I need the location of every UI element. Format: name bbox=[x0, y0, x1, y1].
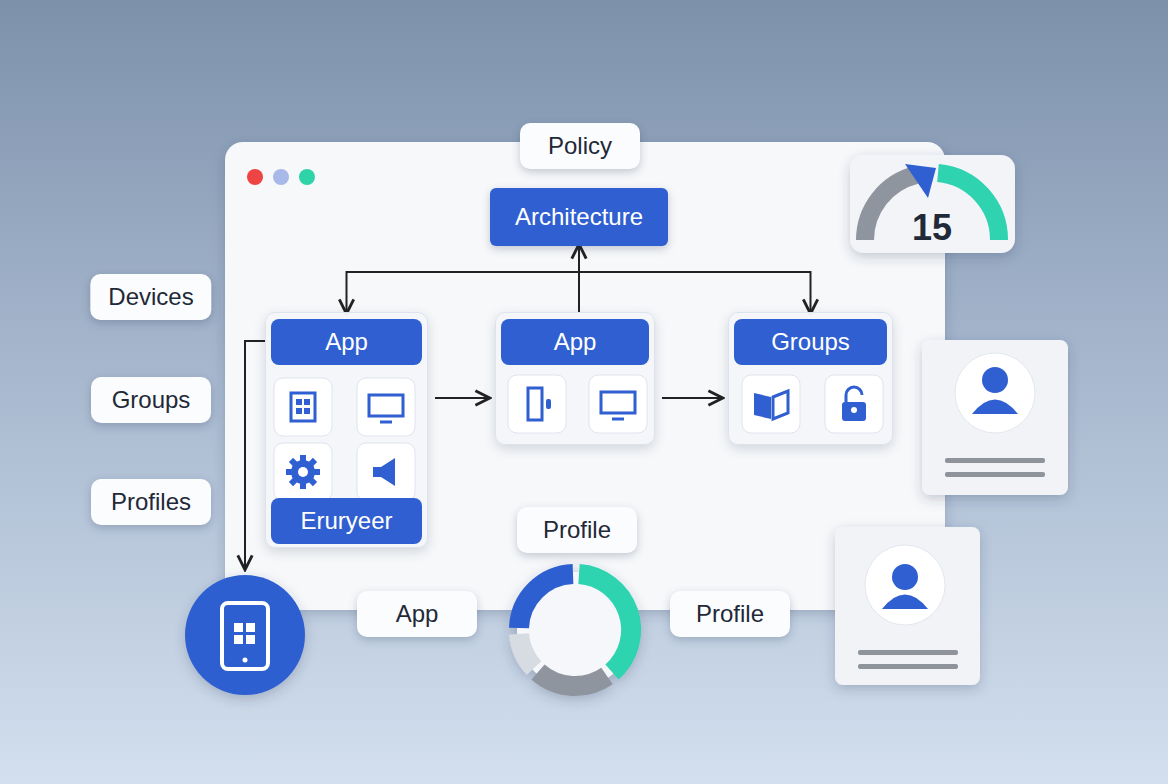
label-pill: Profile bbox=[670, 591, 790, 637]
label-pill: Policy bbox=[520, 123, 640, 169]
monitor-icon bbox=[357, 378, 415, 436]
app-panel: AppEruryeer bbox=[265, 312, 428, 548]
label-pill: App bbox=[357, 591, 477, 637]
node-label: Groups bbox=[112, 386, 191, 414]
node-label: Devices bbox=[108, 283, 193, 311]
panel-header: Eruryeer bbox=[271, 498, 422, 544]
speaker-icon bbox=[357, 443, 415, 501]
node-label: App bbox=[396, 600, 439, 628]
panel-header: App bbox=[271, 319, 422, 365]
node-label: Profiles bbox=[111, 488, 191, 516]
flow-arrow bbox=[435, 397, 488, 399]
device-icon bbox=[185, 575, 305, 695]
label-pill: Profile bbox=[517, 507, 637, 553]
node-label: Architecture bbox=[515, 203, 643, 231]
app-panel: App bbox=[495, 312, 655, 445]
window-dot bbox=[299, 169, 315, 185]
node-label: Profile bbox=[543, 516, 611, 544]
tv-icon bbox=[589, 375, 647, 433]
architecture-box: Architecture bbox=[490, 188, 668, 246]
label-pill: Devices bbox=[90, 274, 211, 320]
node-label: Policy bbox=[548, 132, 612, 160]
profile-card bbox=[922, 340, 1068, 495]
profile-card bbox=[835, 527, 980, 685]
donut-chart bbox=[517, 572, 633, 688]
flow-arrow bbox=[578, 246, 580, 312]
app-panel: Groups bbox=[728, 312, 893, 445]
phone-icon bbox=[508, 375, 566, 433]
gear-icon bbox=[274, 443, 332, 501]
flow-arrow bbox=[347, 246, 580, 312]
flow-arrow bbox=[662, 397, 721, 399]
flow-arrow bbox=[579, 246, 811, 312]
gauge-value: 15 bbox=[912, 207, 952, 249]
lock-icon bbox=[825, 375, 883, 433]
window-dot bbox=[247, 169, 263, 185]
panel-header: Groups bbox=[734, 319, 887, 365]
label-pill: Groups bbox=[91, 377, 211, 423]
book-icon bbox=[742, 375, 800, 433]
window-dot bbox=[273, 169, 289, 185]
node-label: Profile bbox=[696, 600, 764, 628]
gauge bbox=[850, 155, 1015, 253]
panel-header: App bbox=[501, 319, 649, 365]
grid-icon bbox=[274, 378, 332, 436]
label-pill: Profiles bbox=[91, 479, 211, 525]
